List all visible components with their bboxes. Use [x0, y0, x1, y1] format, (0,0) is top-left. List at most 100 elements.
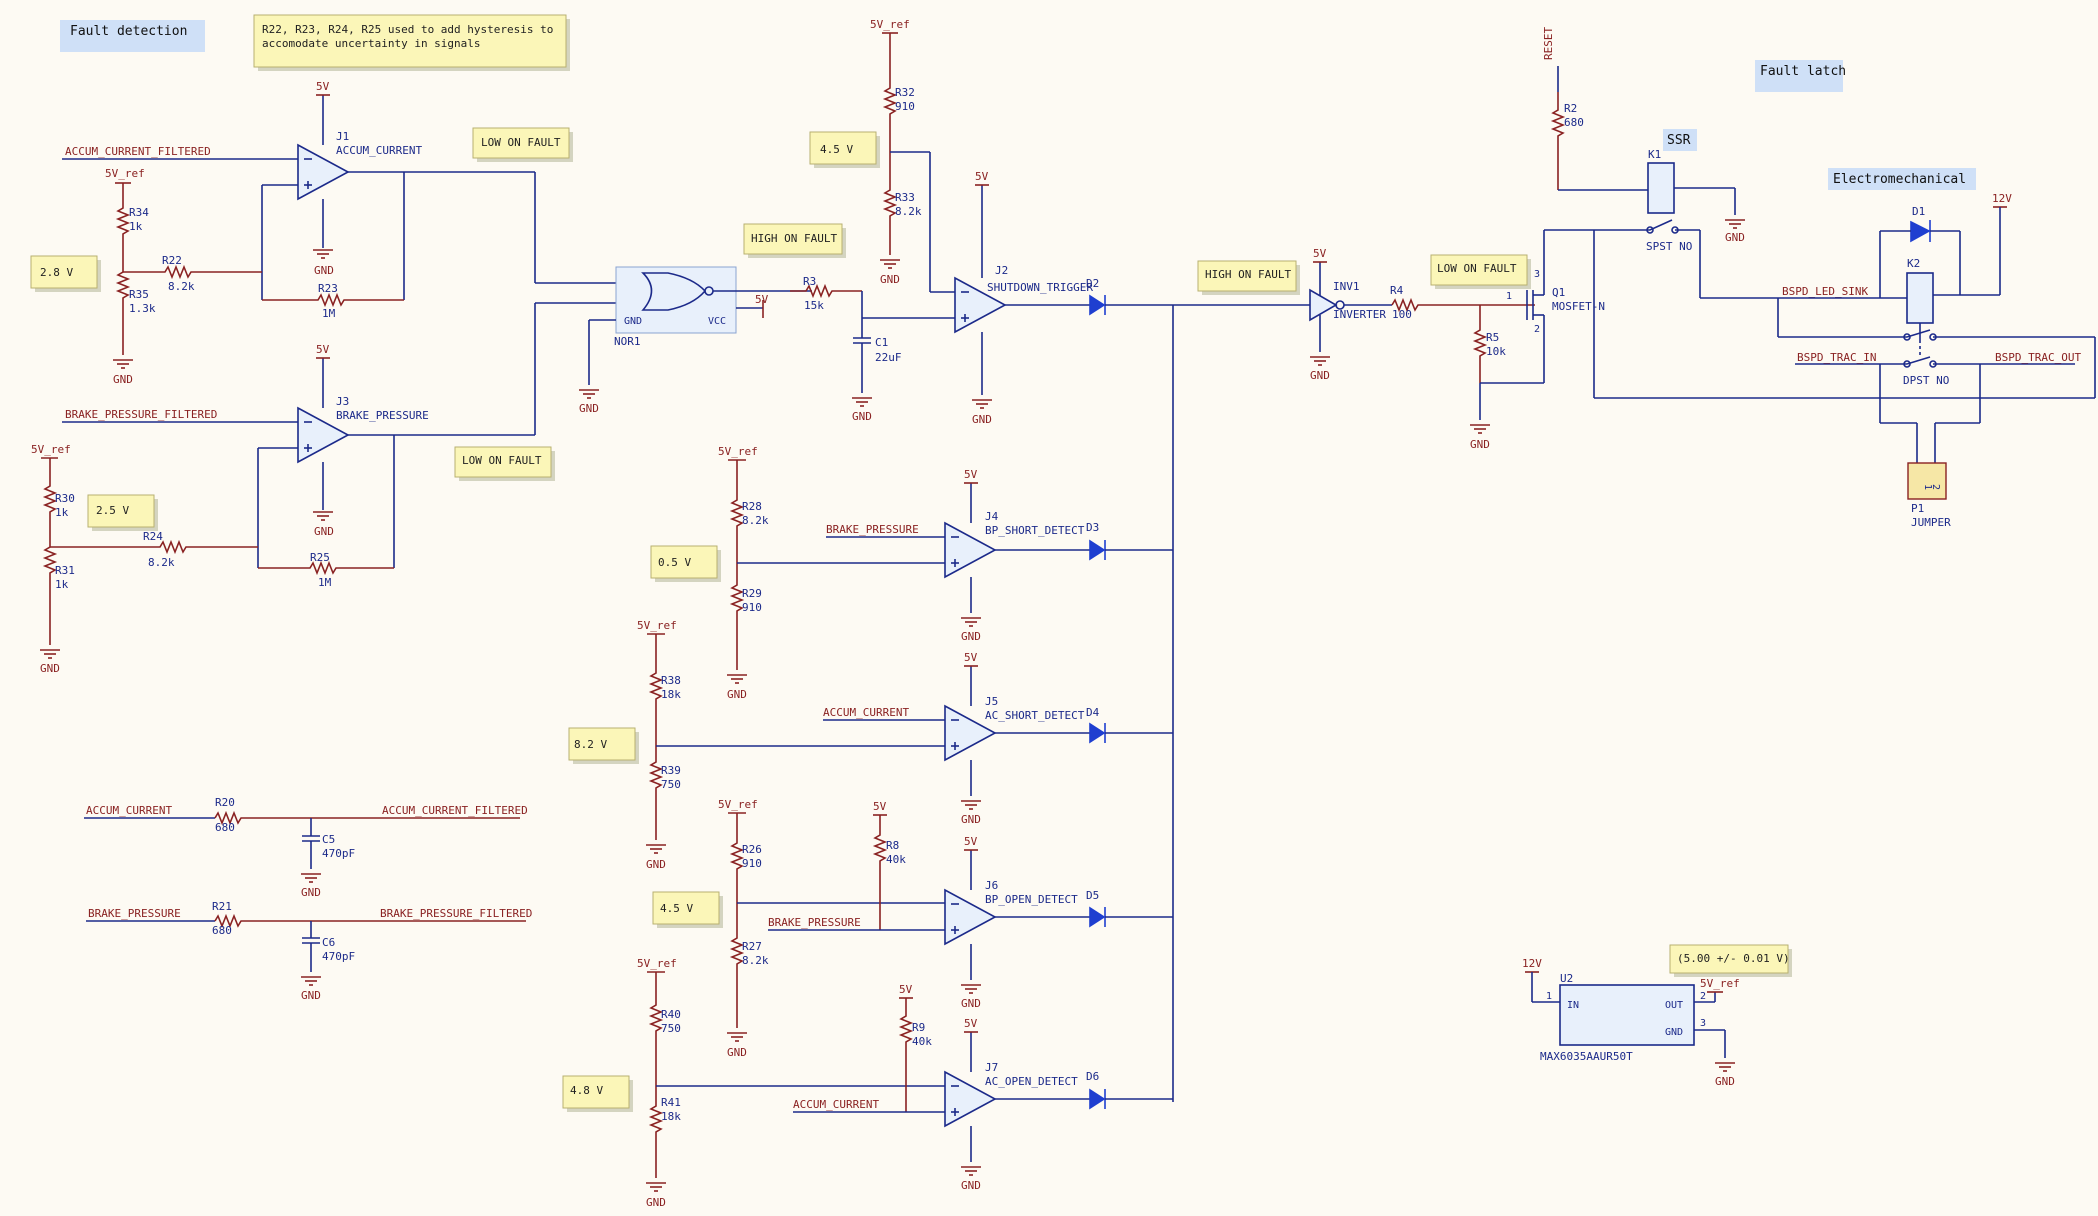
note-0-5v: 0.5 V	[650, 545, 721, 582]
power-5v-j2: 5V	[975, 170, 989, 186]
gnd-nor1: GND	[578, 389, 600, 415]
resistor-r40-r41	[648, 972, 664, 1178]
opamp-j4: J4 BP_SHORT_DETECT	[944, 483, 1085, 613]
svg-text:40k: 40k	[886, 853, 906, 866]
title-fault-latch: Fault latch	[1755, 60, 1846, 92]
opamp-j2: J2 SHUTDOWN_TRIGGER	[954, 185, 1093, 395]
svg-text:470pF: 470pF	[322, 847, 355, 860]
power-12v-u2: 12V	[1522, 957, 1542, 973]
svg-text:8.2k: 8.2k	[742, 954, 769, 967]
relay-k2: K2	[1906, 257, 1934, 324]
svg-text:VCC: VCC	[708, 316, 726, 327]
note-4-8v: 4.8 V	[562, 1075, 633, 1112]
svg-text:R8: R8	[886, 839, 899, 852]
svg-text:12V: 12V	[1522, 957, 1542, 970]
svg-text:5V: 5V	[964, 651, 978, 664]
svg-text:R30: R30	[55, 492, 75, 505]
diode-d3: D3	[1086, 521, 1106, 561]
svg-text:8.2k: 8.2k	[895, 205, 922, 218]
note-8-2v: 8.2 V	[568, 727, 639, 764]
resistor-r30-r31	[42, 458, 58, 645]
opamp-j1: J1 ACCUM_CURRENT	[297, 95, 422, 248]
svg-text:18k: 18k	[661, 688, 681, 701]
svg-text:R24: R24	[143, 530, 163, 543]
capacitor-c6: C6 470pF	[302, 921, 355, 972]
svg-text:P1: P1	[1911, 502, 1924, 515]
svg-text:5V: 5V	[316, 80, 330, 93]
gnd-u2: GND	[1714, 1062, 1736, 1088]
svg-text:R35: R35	[129, 288, 149, 301]
net-reset: RESET	[1542, 27, 1555, 60]
svg-text:470pF: 470pF	[322, 950, 355, 963]
net-brake-pressure-j4: BRAKE_PRESSURE	[826, 523, 919, 536]
gnd-j6: GND	[960, 984, 982, 1010]
svg-text:5V: 5V	[755, 293, 769, 306]
resistor-r5	[1472, 305, 1488, 383]
svg-text:SSR: SSR	[1667, 133, 1691, 148]
nor-gate-nor1: GND VCC NOR1	[614, 266, 812, 348]
gnd-j3: GND	[312, 511, 334, 538]
opamp-j3: J3 BRAKE_PRESSURE	[297, 358, 429, 510]
svg-text:2: 2	[1930, 484, 1941, 490]
svg-text:R41: R41	[661, 1096, 681, 1109]
svg-text:5V_ref: 5V_ref	[870, 18, 910, 31]
svg-text:1k: 1k	[55, 578, 69, 591]
svg-text:GND: GND	[646, 1196, 666, 1209]
power-5v-j3: 5V	[316, 343, 330, 359]
svg-text:910: 910	[895, 100, 915, 113]
svg-text:5V: 5V	[964, 835, 978, 848]
power-5vref-r32: 5V_ref	[870, 18, 910, 34]
power-5v-r8: 5V	[873, 800, 887, 816]
svg-text:750: 750	[661, 778, 681, 791]
svg-text:GND: GND	[40, 662, 60, 675]
svg-text:5V: 5V	[873, 800, 887, 813]
svg-text:R31: R31	[55, 564, 75, 577]
svg-text:LOW ON FAULT: LOW ON FAULT	[462, 454, 542, 467]
net-brake-pressure-filtered-2: BRAKE_PRESSURE_FILTERED	[380, 907, 532, 920]
svg-text:5V_ref: 5V_ref	[637, 619, 677, 632]
svg-text:1k: 1k	[55, 506, 69, 519]
note-hysteresis: R22, R23, R24, R25 used to add hysteresi…	[253, 14, 570, 71]
svg-text:5V_ref: 5V_ref	[31, 443, 71, 456]
power-5v-j5: 5V	[964, 651, 978, 667]
svg-text:1: 1	[1922, 484, 1933, 490]
svg-text:GND: GND	[646, 858, 666, 871]
power-5v-j1: 5V	[316, 80, 330, 96]
svg-text:J3: J3	[336, 395, 349, 408]
svg-text:8.2 V: 8.2 V	[574, 738, 607, 751]
svg-text:GND: GND	[314, 525, 334, 538]
svg-text:GND: GND	[727, 1046, 747, 1059]
resistor-r9	[898, 998, 914, 1112]
svg-text:LOW ON FAULT: LOW ON FAULT	[481, 136, 561, 149]
svg-text:4.5 V: 4.5 V	[820, 143, 853, 156]
svg-text:GND: GND	[1665, 1027, 1683, 1038]
power-5v-j6: 5V	[964, 835, 978, 851]
svg-text:GND: GND	[852, 410, 872, 423]
diode-d4: D4	[1086, 706, 1106, 744]
svg-text:5V_ref: 5V_ref	[718, 798, 758, 811]
svg-text:U2: U2	[1560, 972, 1573, 985]
diode-d1: D1	[1910, 205, 1931, 243]
svg-text:4.5 V: 4.5 V	[660, 902, 693, 915]
resistor-r22	[123, 264, 262, 280]
power-12v-k2: 12V	[1992, 192, 2012, 208]
opamp-j7: J7 AC_OPEN_DETECT	[944, 1032, 1078, 1162]
resistor-r24	[50, 539, 258, 555]
svg-text:2: 2	[1534, 324, 1540, 335]
capacitor-c5: C5 470pF	[302, 818, 355, 869]
gnd-r39: GND	[645, 844, 667, 871]
mosfet-q1: 1 3 2 Q1 MOSFET-N	[1506, 230, 1605, 383]
svg-text:DPST NO: DPST NO	[1903, 374, 1949, 387]
resistor-r3	[790, 283, 862, 299]
svg-text:GND: GND	[301, 989, 321, 1002]
svg-text:JUMPER: JUMPER	[1911, 516, 1951, 529]
svg-text:GND: GND	[624, 316, 642, 327]
power-5vref-r26: 5V_ref	[718, 798, 758, 814]
svg-text:GND: GND	[301, 886, 321, 899]
svg-text:2: 2	[1700, 991, 1706, 1002]
gnd-c1: GND	[851, 397, 873, 423]
svg-text:ACCUM_CURRENT: ACCUM_CURRENT	[336, 144, 422, 157]
svg-text:GND: GND	[961, 630, 981, 643]
gnd-r35: GND	[112, 359, 134, 386]
